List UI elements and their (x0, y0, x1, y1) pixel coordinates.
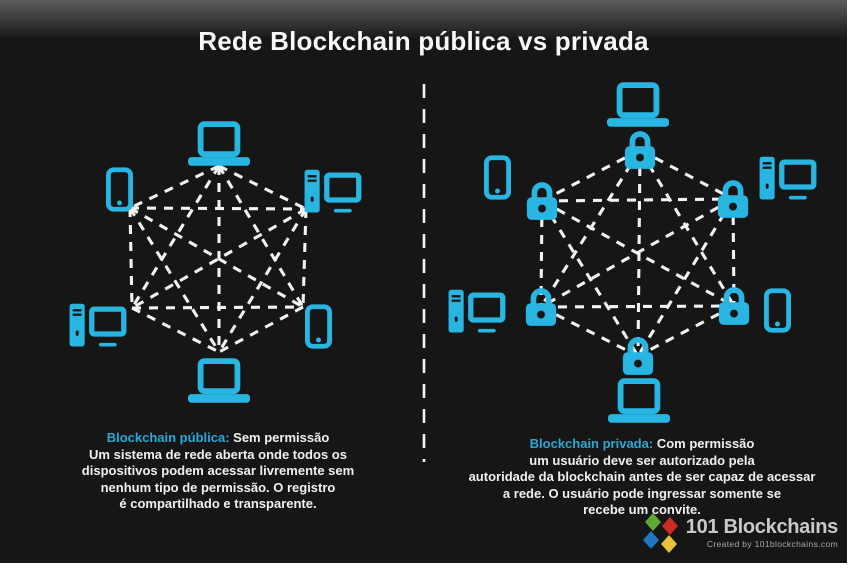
description-line: um usuário deve ser autorizado pela (529, 452, 755, 468)
smartphone-icon (108, 170, 130, 210)
mesh-line (541, 148, 641, 203)
description-line: autoridade da blockchain antes de ser ca… (468, 469, 816, 484)
smartphone-icon (307, 307, 329, 347)
laptop-icon (608, 381, 670, 423)
mesh-line (540, 197, 734, 309)
description-line: é compartilhado e transparente. (119, 496, 317, 511)
private-network-diagram (449, 85, 814, 423)
smartphone-icon (486, 158, 508, 198)
laptop-icon (607, 85, 669, 127)
public-label: Blockchain pública: (106, 430, 230, 445)
description-line: Um sistema de rede aberta onde todos os (89, 446, 347, 462)
padlock-icon (527, 185, 557, 220)
desktop-computer-icon (305, 170, 359, 213)
private-blockchain-description: Blockchain privada: Com permissão um usu… (438, 436, 846, 519)
mesh-line (541, 197, 734, 203)
mesh-line (636, 198, 735, 357)
description-line: dispositivos podem acessar livremente se… (81, 463, 355, 478)
desktop-computer-icon (760, 157, 814, 200)
mesh-line (129, 206, 307, 211)
padlock-icon (719, 290, 749, 325)
laptop-icon (188, 361, 250, 403)
description-line: nenhum tipo de permissão. O registro (100, 479, 336, 495)
private-label: Blockchain privada: (529, 436, 654, 451)
brand-name: 101 Blockchains (685, 516, 839, 538)
public-blockchain-description: Blockchain pública: Sem permissão Um sis… (25, 430, 411, 513)
padlock-icon (526, 291, 556, 326)
private-label-suffix: Com permissão (656, 436, 755, 451)
mesh-line (217, 165, 305, 308)
mesh-line (217, 208, 308, 353)
mesh-line (128, 207, 134, 309)
brand-text-block: 101 Blockchains Created by 101blockchain… (685, 516, 839, 549)
mesh-line (540, 200, 640, 357)
mesh-line (639, 148, 734, 201)
private-mesh-lines (539, 148, 736, 358)
description-heading: Blockchain pública: Sem permissão (25, 430, 411, 447)
padlock-icon (718, 183, 748, 218)
mesh-line (637, 304, 735, 358)
desktop-computer-icon (70, 304, 124, 347)
padlock-icon (625, 134, 655, 169)
public-network-diagram (70, 124, 359, 403)
brand-credit: Created by 101blockchains.com (706, 539, 838, 549)
mesh-line (540, 304, 735, 309)
description-heading: Blockchain privada: Com permissão (438, 436, 846, 453)
mesh-line (638, 149, 736, 307)
mesh-line (131, 305, 304, 310)
mesh-line (540, 305, 639, 358)
description-line: a rede. O usuário pode ingressar somente… (502, 485, 782, 501)
mesh-line (128, 207, 221, 353)
brand-footer: 101 Blockchains Created by 101blockchain… (641, 511, 838, 555)
mesh-line (301, 208, 308, 308)
description-line: recebe um convite. (583, 502, 701, 517)
smartphone-icon (766, 291, 788, 331)
101-blockchains-logo-icon (642, 513, 678, 553)
public-mesh-lines (128, 164, 308, 354)
page-title: Rede Blockchain pública vs privada (198, 26, 649, 56)
desktop-computer-icon (449, 290, 503, 333)
mesh-line (130, 165, 221, 309)
laptop-icon (188, 124, 250, 166)
public-label-suffix: Sem permissão (233, 430, 330, 445)
